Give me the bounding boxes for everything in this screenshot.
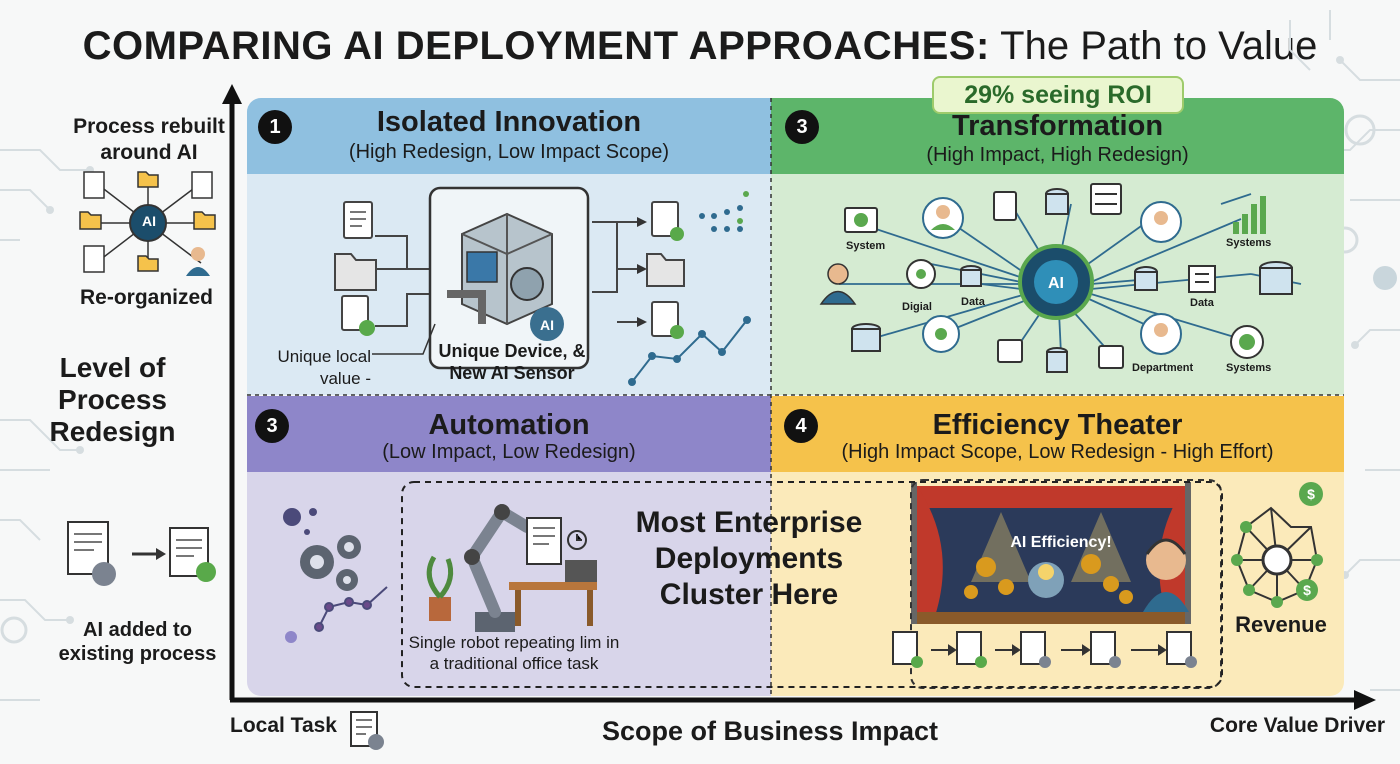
quadrant-title: Isolated Innovation — [376, 106, 642, 138]
quadrant-title: Efficiency Theater — [932, 409, 1183, 441]
x-axis-arrow — [1354, 690, 1376, 710]
quadrant-transformation: 3 Transformation (High Impact, High Rede… — [771, 98, 1344, 395]
quadrant-number: 3 — [785, 110, 819, 144]
monitor-icon — [565, 560, 597, 582]
cluster-frame — [401, 481, 1223, 688]
data-db-icon — [960, 265, 982, 287]
person-icon — [922, 197, 964, 239]
quadrant-efficiency-theater: 4 Efficiency Theater (High Impact Scope,… — [771, 396, 1344, 696]
output-document-icon-2 — [651, 301, 684, 339]
x-right-label: Core Value Driver — [1209, 714, 1385, 737]
database-large-icon — [1259, 261, 1293, 295]
document-gear-icon — [350, 711, 384, 750]
node-label: Data — [1190, 297, 1214, 309]
device-label: Unique Device, & New AI Sensor — [438, 341, 586, 383]
automation-illustration — [283, 503, 597, 643]
stage-text: AI Efficiency! — [1010, 534, 1112, 551]
server-db-icon — [851, 323, 881, 352]
system-monitor-icon — [844, 207, 878, 233]
title-bold: COMPARING AI DEPLOYMENT APPROACHES: — [82, 24, 990, 68]
chart-window-icon — [1098, 345, 1124, 369]
network-person-icon — [1140, 201, 1182, 243]
title-rest: The Path to Value — [1000, 24, 1318, 68]
y-axis-label: Level of Process Redesign — [49, 352, 176, 447]
bar-chart-icon — [1233, 196, 1266, 234]
node-label: Department — [1132, 362, 1194, 374]
department-person-icon — [1140, 313, 1182, 355]
cluster-label: Most Enterprise Deployments Cluster Here — [635, 506, 863, 611]
efficiency-theater-illustration: $ $ — [892, 479, 1323, 689]
document-icon-2 — [997, 339, 1023, 363]
ai-added-diagram — [67, 521, 216, 586]
desk-icon — [509, 582, 597, 626]
document-check-icon — [341, 295, 375, 336]
quadrant-subtitle: (High Impact Scope, Low Redesign - High … — [841, 441, 1274, 463]
dollar-icon: $ — [1307, 486, 1315, 502]
roi-badge: 29% seeing ROI — [932, 76, 1184, 114]
revenue-label: Revenue — [1235, 612, 1327, 637]
quadrant-subtitle: (Low Impact, Low Redesign) — [382, 441, 636, 463]
quadrant-isolated-innovation: 1 Isolated Innovation (High Redesign, Lo… — [247, 98, 771, 395]
node-label: Systems — [1226, 237, 1272, 249]
dollar-icon: $ — [1303, 582, 1311, 598]
dots-icon — [283, 508, 317, 643]
output-folder-icon — [646, 253, 685, 287]
y-axis-arrow — [222, 84, 242, 104]
quadrant-number: 3 — [255, 409, 289, 443]
quadrant-subtitle: (High Impact, High Redesign) — [926, 144, 1189, 166]
x-left-label: Local Task — [230, 714, 337, 737]
plant-icon — [426, 555, 454, 621]
node-label: Systems — [1226, 362, 1272, 374]
document-chain-icon — [892, 631, 1197, 668]
robot-caption: Single robot repeating lim in a traditio… — [408, 633, 620, 673]
document-icon — [343, 201, 373, 239]
quadrant-number: 4 — [784, 409, 818, 443]
database-icon — [1045, 188, 1069, 215]
stage-icon — [911, 482, 1191, 624]
node-label: System — [846, 240, 886, 252]
transformation-network: AI — [819, 183, 1302, 373]
user-icon — [819, 263, 857, 305]
db-gear-icon — [1134, 266, 1158, 291]
page-title: COMPARING AI DEPLOYMENT APPROACHES: The … — [0, 22, 1400, 70]
data-dots-icon — [699, 191, 749, 232]
hub-ai-text: AI — [142, 213, 156, 229]
callout-label: Unique local value - — [277, 347, 371, 388]
y-bottom-label: AI added to existing process — [58, 619, 217, 665]
document-icon — [526, 517, 562, 565]
server-icon — [1090, 183, 1122, 215]
robot-arm-icon — [464, 503, 533, 632]
digital-gear-icon — [906, 259, 936, 289]
document-icon — [993, 191, 1017, 221]
data-building-icon — [1188, 265, 1216, 293]
ai-badge-text: AI — [540, 317, 554, 333]
revenue-network-icon — [1231, 482, 1323, 608]
clock-icon — [567, 530, 587, 550]
folder-icon — [334, 253, 377, 291]
ai-brain-icon — [1018, 244, 1094, 320]
y-top-caption: Re-organized — [79, 286, 213, 309]
x-axis-label: Scope of Business Impact — [601, 716, 939, 746]
path-dots-icon — [314, 586, 388, 632]
line-chart-icon — [628, 316, 751, 386]
check-gear-icon — [1230, 325, 1264, 359]
quadrant-number: 1 — [258, 110, 292, 144]
network-node-icon — [922, 315, 960, 353]
quadrant-title: Automation — [428, 409, 590, 441]
database-icon-2 — [1046, 347, 1068, 373]
quadrant-automation: 3 Automation (Low Impact, Low Redesign) … — [247, 396, 771, 696]
device-icon — [428, 186, 590, 370]
y-top-label: Process rebuilt around AI — [73, 115, 225, 164]
reorganized-hub-diagram — [79, 171, 216, 276]
isolated-innovation-illustration: AI — [334, 186, 751, 386]
output-document-icon — [651, 201, 684, 241]
node-label: Digial — [902, 301, 932, 313]
ai-center-text: AI — [1048, 275, 1064, 292]
quadrant-title: Transformation — [951, 110, 1164, 142]
quadrant-subtitle: (High Redesign, Low Impact Scope) — [348, 141, 670, 163]
node-label: Data — [961, 296, 985, 308]
